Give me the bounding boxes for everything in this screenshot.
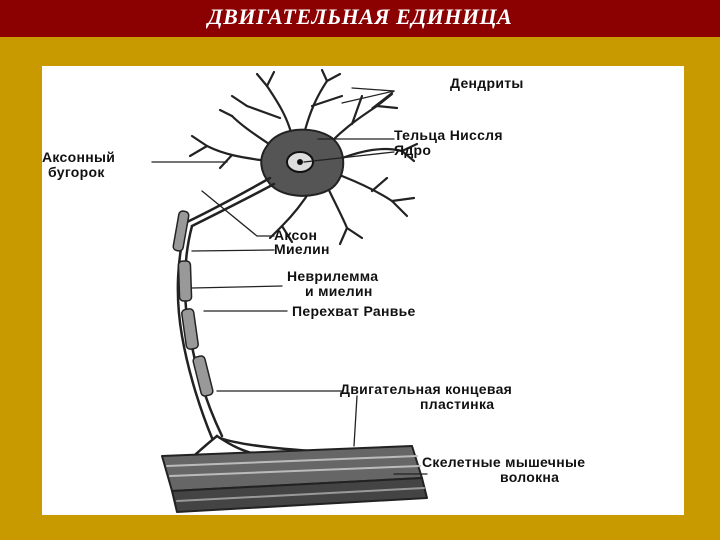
label-neurilemma: Неврилемма и миелин	[287, 269, 378, 299]
label-motor-end-plate-line1: Двигательная концевая	[340, 381, 513, 397]
label-myelin: Миелин	[274, 241, 330, 257]
axon-drawing	[176, 176, 276, 440]
label-neurilemma-line1: Неврилемма	[287, 268, 379, 284]
pointer-lines	[151, 87, 428, 475]
label-motor-end-plate-line2: пластинка	[420, 396, 495, 412]
neuron-diagram-panel: Дендриты Тельца Ниссля Ядро Аксонный буг…	[42, 66, 684, 515]
myelin-segments-drawing	[172, 210, 214, 397]
label-skeletal-muscle-fibers-line2: волокна	[500, 469, 560, 485]
label-nissl-bodies: Тельца Ниссля	[394, 127, 503, 143]
label-axon-hillock-line2: бугорок	[48, 164, 105, 180]
label-skeletal-muscle-fibers-line1: Скелетные мышечные	[422, 454, 586, 470]
label-node-of-ranvier: Перехват Ранвье	[292, 303, 416, 319]
label-motor-end-plate: Двигательная концевая пластинка	[340, 382, 512, 412]
label-axon: Аксон	[274, 227, 318, 243]
title-bar: ДВИГАТЕЛЬНАЯ ЕДИНИЦА	[0, 0, 720, 37]
label-nucleus: Ядро	[394, 142, 432, 158]
neuron-illustration	[151, 68, 428, 513]
slide-title: ДВИГАТЕЛЬНАЯ ЕДИНИЦА	[207, 4, 513, 29]
label-axon-hillock: Аксонный бугорок	[42, 150, 115, 180]
label-dendrites: Дендриты	[450, 75, 524, 91]
label-neurilemma-line2: и миелин	[305, 283, 373, 299]
muscle-fibers-drawing	[161, 445, 428, 513]
label-axon-hillock-line1: Аксонный	[42, 149, 116, 165]
label-skeletal-muscle-fibers: Скелетные мышечные волокна	[422, 455, 585, 485]
